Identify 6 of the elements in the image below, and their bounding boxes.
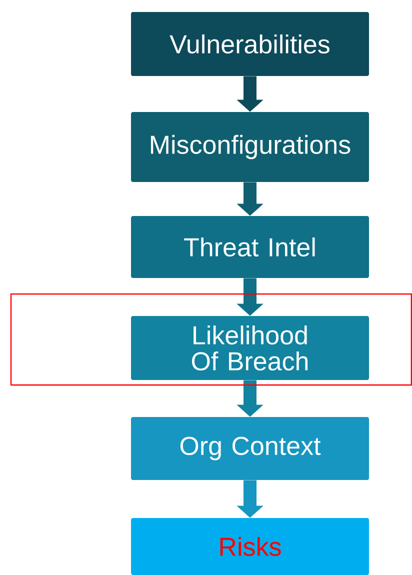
process-box: Vulnerabilities [131,12,369,76]
process-box: Threat Intel [131,216,369,278]
process-box: Org Context [131,417,369,480]
process-box: Misconfigurations [131,112,369,182]
process-box: Likelihood Of Breach [131,316,369,380]
process-box: Risks [131,518,369,575]
